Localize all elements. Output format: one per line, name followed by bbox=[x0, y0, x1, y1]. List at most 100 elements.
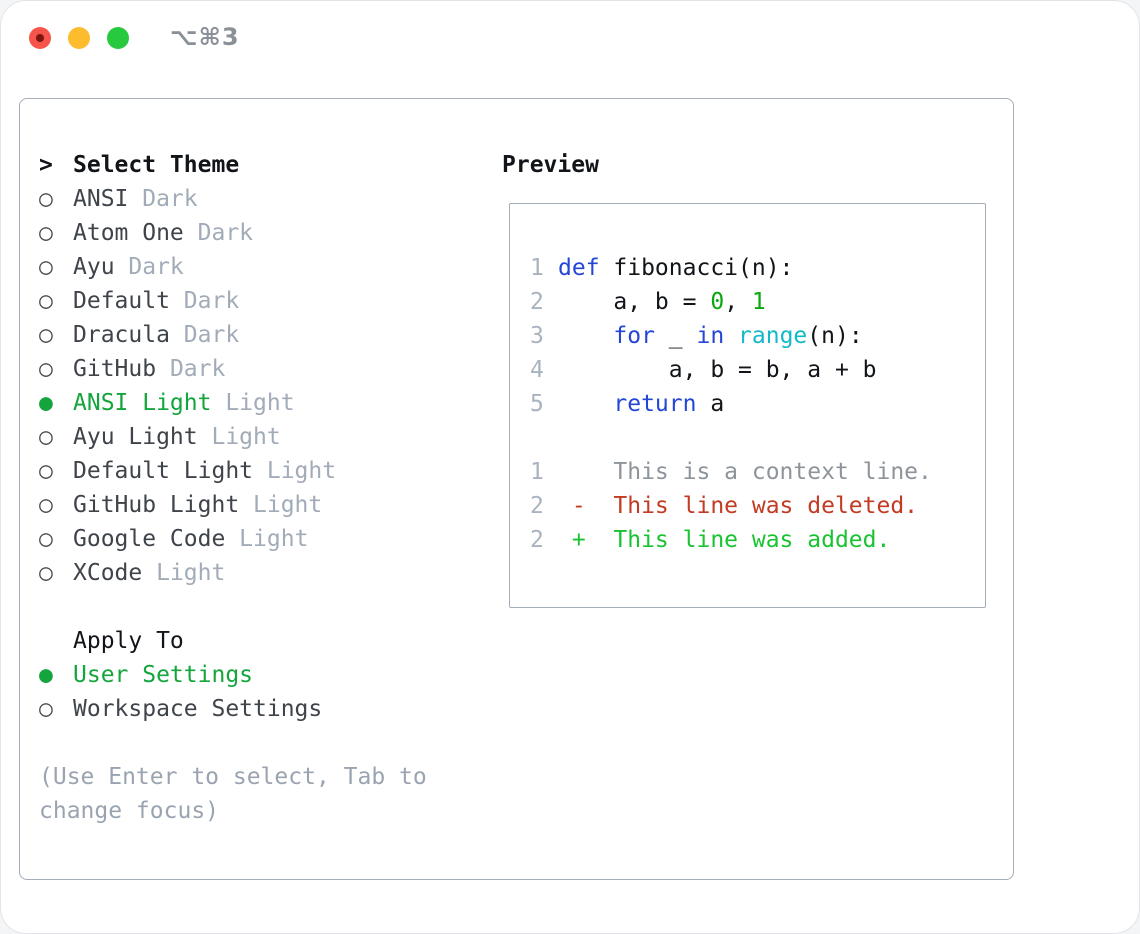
radio-unselected-icon: ○ bbox=[39, 322, 53, 348]
code-token: 0 bbox=[710, 289, 725, 315]
theme-picker-panel: >Select Theme ○ANSI Dark○Atom One Dark○A… bbox=[19, 98, 1014, 880]
code-token: + This line was added. bbox=[558, 527, 891, 553]
code-line: 2 + This line was added. bbox=[530, 523, 985, 557]
apply-option-user-settings[interactable]: ● User Settings bbox=[39, 658, 484, 692]
code-token bbox=[724, 323, 738, 349]
variant-tag: Dark bbox=[156, 356, 226, 382]
theme-option-ayu[interactable]: ○ Ayu Dark bbox=[39, 250, 484, 284]
theme-option-ayu-light[interactable]: ○ Ayu Light Light bbox=[39, 420, 484, 454]
theme-option-default[interactable]: ○ Default Dark bbox=[39, 284, 484, 318]
variant-tag: Light bbox=[211, 390, 295, 416]
radio-unselected-icon: ○ bbox=[39, 254, 53, 280]
code-token: _ bbox=[654, 323, 697, 349]
variant-tag: Dark bbox=[169, 322, 240, 348]
option-label: Ayu Light bbox=[73, 424, 198, 450]
line-number: 2 bbox=[530, 493, 544, 519]
code-token: a, b = b, a + b bbox=[558, 357, 877, 383]
variant-tag: Dark bbox=[183, 220, 254, 246]
option-label: Default Light bbox=[73, 458, 254, 484]
radio-unselected-icon: ○ bbox=[39, 186, 53, 212]
theme-option-ansi[interactable]: ○ ANSI Dark bbox=[39, 182, 484, 216]
theme-list: ○ANSI Dark○Atom One Dark○Ayu Dark○Defaul… bbox=[39, 182, 484, 590]
line-number: 1 bbox=[530, 255, 544, 281]
line-number: 2 bbox=[530, 527, 544, 553]
code-token: return bbox=[613, 391, 697, 417]
code-token: a bbox=[696, 391, 725, 417]
code-token: , bbox=[724, 289, 752, 315]
option-label: Workspace Settings bbox=[73, 696, 323, 722]
radio-unselected-icon: ○ bbox=[39, 492, 53, 518]
radio-unselected-icon: ○ bbox=[39, 220, 53, 246]
variant-tag: Light bbox=[197, 424, 281, 450]
theme-option-github[interactable]: ○ GitHub Dark bbox=[39, 352, 484, 386]
radio-unselected-icon: ○ bbox=[39, 560, 53, 586]
option-label: GitHub bbox=[73, 356, 157, 382]
radio-unselected-icon: ○ bbox=[39, 356, 53, 382]
radio-selected-icon: ● bbox=[39, 662, 53, 688]
code-token bbox=[558, 391, 613, 417]
code-token: a, b = bbox=[558, 289, 711, 315]
variant-tag: Light bbox=[225, 526, 309, 552]
line-number: 4 bbox=[530, 357, 544, 383]
close-button[interactable] bbox=[29, 27, 51, 49]
code-token: 1 bbox=[751, 289, 766, 315]
theme-option-atom-one[interactable]: ○Atom One Dark bbox=[39, 216, 484, 250]
titlebar: ⌥⌘3 bbox=[1, 1, 1139, 98]
line-number: 5 bbox=[530, 391, 544, 417]
window-title: ⌥⌘3 bbox=[170, 23, 240, 51]
variant-tag: Dark bbox=[128, 186, 198, 212]
option-label: Google Code bbox=[73, 526, 226, 552]
code-token: range bbox=[738, 323, 808, 349]
theme-option-ansi-light[interactable]: ● ANSI Light Light bbox=[39, 386, 484, 420]
radio-unselected-icon: ○ bbox=[39, 424, 53, 450]
zoom-button[interactable] bbox=[107, 27, 129, 49]
theme-option-dracula[interactable]: ○ Dracula Dark bbox=[39, 318, 484, 352]
option-label: Dracula bbox=[73, 322, 170, 348]
preview-title: Preview bbox=[502, 152, 599, 178]
code-token: - This line was deleted. bbox=[558, 493, 919, 519]
spacer bbox=[39, 590, 484, 624]
variant-tag: Light bbox=[253, 458, 337, 484]
code-line: 2 a, b = 0, 1 bbox=[530, 285, 985, 319]
select-theme-header: >Select Theme bbox=[39, 148, 484, 182]
option-label: GitHub Light bbox=[73, 492, 240, 518]
option-label: User Settings bbox=[73, 662, 254, 688]
variant-tag: Dark bbox=[169, 288, 240, 314]
code-line: 1 def fibonacci(n): bbox=[530, 251, 985, 285]
code-line: 1 This is a context line. bbox=[530, 455, 985, 489]
radio-selected-icon: ● bbox=[39, 390, 53, 416]
radio-unselected-icon: ○ bbox=[39, 288, 53, 314]
code-token: in bbox=[696, 323, 725, 349]
code-line: 3 for _ in range(n): bbox=[530, 319, 985, 353]
code-token: fibonacci(n): bbox=[599, 255, 794, 281]
left-pane: >Select Theme ○ANSI Dark○Atom One Dark○A… bbox=[39, 148, 484, 828]
code-line: 2 - This line was deleted. bbox=[530, 489, 985, 523]
theme-option-xcode[interactable]: ○XCode Light bbox=[39, 556, 484, 590]
code-token bbox=[558, 323, 613, 349]
option-label: ANSI bbox=[73, 186, 129, 212]
theme-option-default-light[interactable]: ○Default Light Light bbox=[39, 454, 484, 488]
line-number: 1 bbox=[530, 459, 544, 485]
apply-to-list: ● User Settings ○ Workspace Settings bbox=[39, 658, 484, 726]
option-label: XCode bbox=[73, 560, 143, 586]
code-line: 5 return a bbox=[530, 387, 985, 421]
line-number: 2 bbox=[530, 289, 544, 315]
theme-option-github-light[interactable]: ○ GitHub Light Light bbox=[39, 488, 484, 522]
select-theme-title: Select Theme bbox=[73, 152, 240, 178]
minimize-button[interactable] bbox=[68, 27, 90, 49]
variant-tag: Light bbox=[239, 492, 323, 518]
theme-option-google-code[interactable]: ○Google Code Light bbox=[39, 522, 484, 556]
apply-to-title: Apply To bbox=[73, 628, 184, 654]
radio-unselected-icon: ○ bbox=[39, 696, 53, 722]
option-label: ANSI Light bbox=[73, 390, 212, 416]
code-line bbox=[530, 421, 985, 455]
variant-tag: Dark bbox=[114, 254, 184, 280]
option-label: Default bbox=[73, 288, 170, 314]
line-number: 3 bbox=[530, 323, 544, 349]
code-token: def bbox=[558, 255, 600, 281]
code-line: 4 a, b = b, a + b bbox=[530, 353, 985, 387]
apply-option-workspace-settings[interactable]: ○ Workspace Settings bbox=[39, 692, 484, 726]
option-label: Ayu bbox=[73, 254, 115, 280]
